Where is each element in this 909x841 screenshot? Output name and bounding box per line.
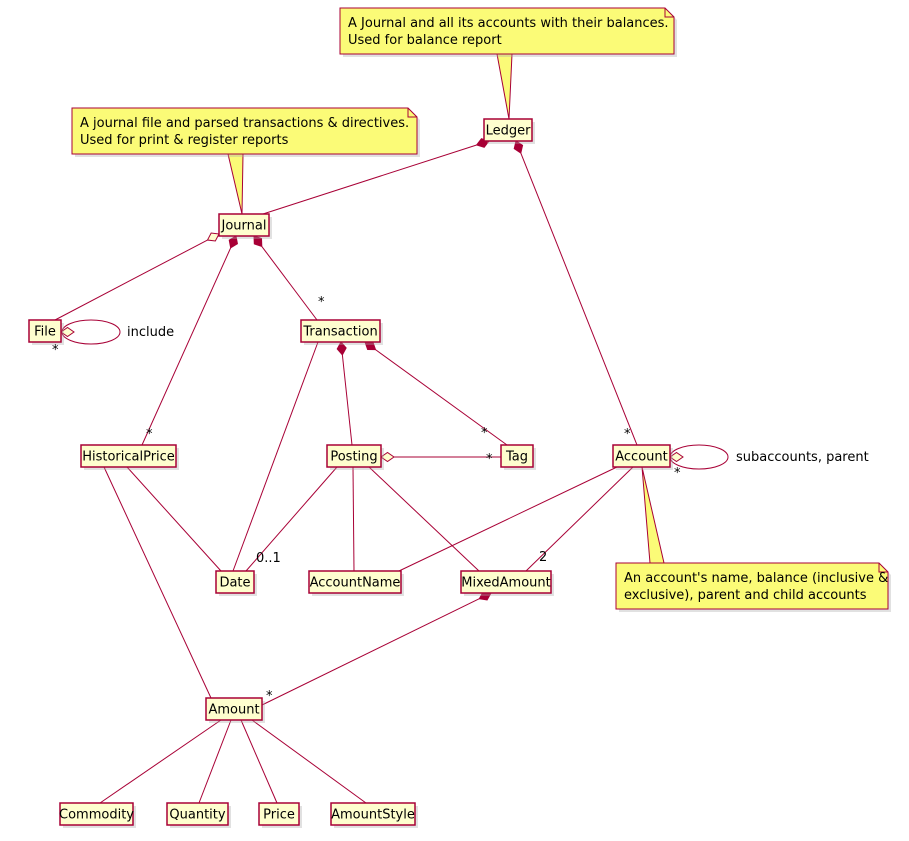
posting-tag-aggregation-diamond-icon: [380, 451, 395, 463]
note-ledger-pointer-icon: [496, 53, 513, 120]
edge-historicalprice-amount: [103, 466, 212, 699]
class-label-amountstyle: AmountStyle: [331, 808, 415, 823]
class-node-historicalprice: [80, 444, 177, 468]
class-label-quantity: Quantity: [169, 808, 225, 823]
journal-file-aggregation-diamond-icon: [206, 232, 220, 242]
file-include-aggregation-diamond-icon: [60, 326, 75, 338]
note-journal-pointer-icon: [227, 153, 244, 215]
edge-label-posting-tag-mult: *: [486, 452, 493, 467]
account-subaccounts-aggregation-diamond-icon: [669, 451, 684, 463]
edge-amount-price: [240, 719, 278, 804]
note-account-pointer-icon: [641, 466, 665, 564]
edge-transaction-tag: [375, 349, 508, 446]
class-label-ledger: Ledger: [486, 124, 532, 139]
edge-journal-historicalprice: [141, 247, 232, 446]
class-label-posting: Posting: [330, 450, 377, 465]
note-journal: [71, 107, 418, 155]
class-label-file: File: [34, 325, 56, 340]
class-label-price: Price: [263, 808, 295, 823]
edge-posting-mixedamount: [368, 466, 480, 572]
class-label-transaction: Transaction: [302, 325, 377, 340]
edge-label-journal-historicalprice-mult: *: [146, 427, 153, 442]
edge-amount-commodity: [99, 719, 222, 804]
class-node-amount: [205, 697, 263, 721]
class-node-commodity: [59, 802, 134, 826]
class-node-file: [28, 319, 62, 343]
edge-label-include: include: [127, 325, 174, 340]
edge-amount-quantity: [198, 719, 232, 804]
note-ledger: [339, 7, 675, 55]
edge-transaction-posting: [341, 354, 353, 446]
class-node-amountstyle: [330, 802, 416, 826]
class-label-amount: Amount: [208, 703, 259, 718]
edge-historicalprice-date: [126, 466, 222, 572]
edge-label-ledger-account-mult: *: [624, 427, 631, 442]
class-node-date: [215, 570, 255, 594]
edge-transaction-date: [232, 341, 319, 572]
edge-ledger-account: [520, 152, 638, 446]
note-account-text-line-2: exclusive), parent and child accounts: [624, 588, 867, 603]
journal-transaction-composition-diamond-icon: [253, 235, 263, 248]
edge-label-account-loop-mult: *: [674, 466, 681, 481]
edge-account-mixedamount: [525, 466, 634, 572]
note-ledger-text-line-2: Used for balance report: [348, 33, 502, 48]
class-label-accountname: AccountName: [310, 576, 401, 591]
class-label-date: Date: [219, 576, 250, 591]
note-journal-text-line-2: Used for print & register reports: [80, 133, 289, 148]
class-node-ledger: [483, 118, 533, 142]
edge-ledger-journal: [262, 144, 477, 215]
class-label-commodity: Commodity: [59, 808, 134, 823]
edge-label-posting-date-mult: 0..1: [256, 551, 281, 566]
edge-account-accountname: [398, 466, 618, 572]
class-label-historicalprice: HistoricalPrice: [82, 450, 175, 465]
transaction-posting-composition-diamond-icon: [336, 341, 347, 356]
class-node-posting: [326, 444, 382, 468]
note-account-fold-icon: [878, 563, 888, 573]
class-label-mixedamount: MixedAmount: [461, 576, 550, 591]
class-label-account: Account: [615, 450, 668, 465]
note-account-text-line-1: An account's name, balance (inclusive &: [624, 571, 888, 586]
class-node-tag: [500, 444, 534, 468]
class-label-journal: Journal: [221, 219, 267, 234]
note-account: [615, 562, 889, 610]
class-node-mixedamount: [460, 570, 552, 594]
class-node-accountname: [308, 570, 402, 594]
note-journal-fold-icon: [407, 108, 417, 118]
class-node-transaction: [300, 319, 381, 343]
class-node-price: [258, 802, 300, 826]
class-node-account: [612, 444, 671, 468]
edge-label-account-mixedamount-mult: 2: [539, 550, 547, 565]
note-ledger-text-line-1: A Journal and all its accounts with thei…: [348, 16, 669, 31]
edge-mixedamount-amount: [261, 598, 480, 706]
class-node-journal: [218, 213, 270, 237]
class-label-tag: Tag: [505, 450, 528, 465]
edge-label-journal-transaction-mult: *: [318, 295, 325, 310]
edge-journal-file: [54, 239, 208, 321]
edge-label-transaction-tag-mult: *: [481, 426, 488, 441]
ledger-account-composition-diamond-icon: [513, 140, 524, 154]
class-node-quantity: [166, 802, 229, 826]
note-journal-text-line-1: A journal file and parsed transactions &…: [80, 116, 409, 131]
journal-historicalprice-composition-diamond-icon: [228, 235, 238, 249]
edge-journal-transaction: [261, 246, 318, 321]
edge-label-file-loop-mult: *: [52, 343, 59, 358]
note-ledger-fold-icon: [664, 8, 674, 18]
edge-label-mixedamount-amount-mult: *: [266, 689, 273, 704]
edge-posting-date: [245, 466, 338, 572]
edge-posting-accountname: [352, 466, 355, 572]
edge-label-subaccounts-parent: subaccounts, parent: [736, 450, 869, 465]
edge-amount-amountstyle: [251, 719, 367, 804]
